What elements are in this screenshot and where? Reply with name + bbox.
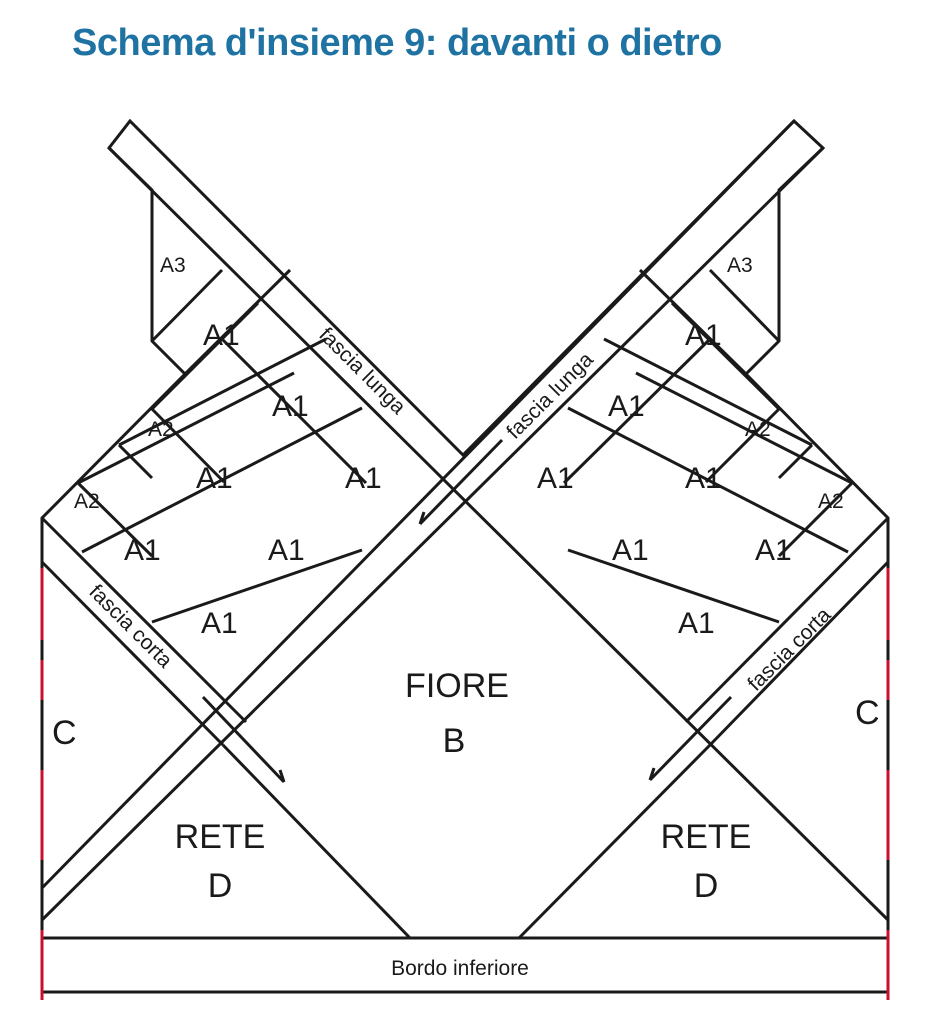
- label-a2-right-2: A2: [818, 490, 844, 513]
- label-b: B: [443, 722, 466, 760]
- label-d-right: D: [694, 867, 719, 905]
- label-a3-right: A3: [727, 254, 753, 277]
- page-title: Schema d'insieme 9: davanti o dietro: [72, 22, 722, 64]
- label-a1: A1: [272, 390, 309, 423]
- label-c-right: C: [855, 694, 880, 732]
- label-d-left: D: [208, 867, 233, 905]
- label-fascia-lunga-right: fascia lunga: [502, 348, 598, 444]
- label-a1: A1: [685, 319, 722, 352]
- label-c-left: C: [52, 714, 77, 752]
- label-a1: A1: [608, 390, 645, 423]
- region-labels: A3 A3 A2 A2 A2 A2 A1 A1 A1 A1 A1 A1 A1 A…: [52, 254, 880, 980]
- label-a2-left-1: A2: [148, 418, 174, 441]
- label-fascia-lunga-left: fascia lunga: [314, 323, 410, 419]
- label-a1: A1: [345, 462, 382, 495]
- label-rete-right: RETE: [661, 818, 752, 856]
- label-a1: A1: [124, 534, 161, 567]
- label-a2-left-2: A2: [74, 490, 100, 513]
- label-a1: A1: [755, 534, 792, 567]
- outline-strokes: [40, 118, 890, 994]
- label-a1: A1: [201, 607, 238, 640]
- label-a2-right-1: A2: [745, 418, 771, 441]
- label-a1: A1: [678, 607, 715, 640]
- label-bordo-inferiore: Bordo inferiore: [391, 957, 529, 980]
- label-a1: A1: [537, 462, 574, 495]
- label-a1: A1: [685, 462, 722, 495]
- edge-markers: [40, 568, 890, 1000]
- outer-frame: [40, 118, 890, 938]
- label-a1: A1: [268, 534, 305, 567]
- label-a1: A1: [203, 319, 240, 352]
- label-fiore: FIORE: [405, 667, 509, 705]
- label-fascia-corta-left: fascia corta: [84, 580, 176, 672]
- label-a3-left: A3: [160, 254, 186, 277]
- label-rete-left: RETE: [175, 818, 266, 856]
- label-a1: A1: [612, 534, 649, 567]
- label-a1: A1: [196, 462, 233, 495]
